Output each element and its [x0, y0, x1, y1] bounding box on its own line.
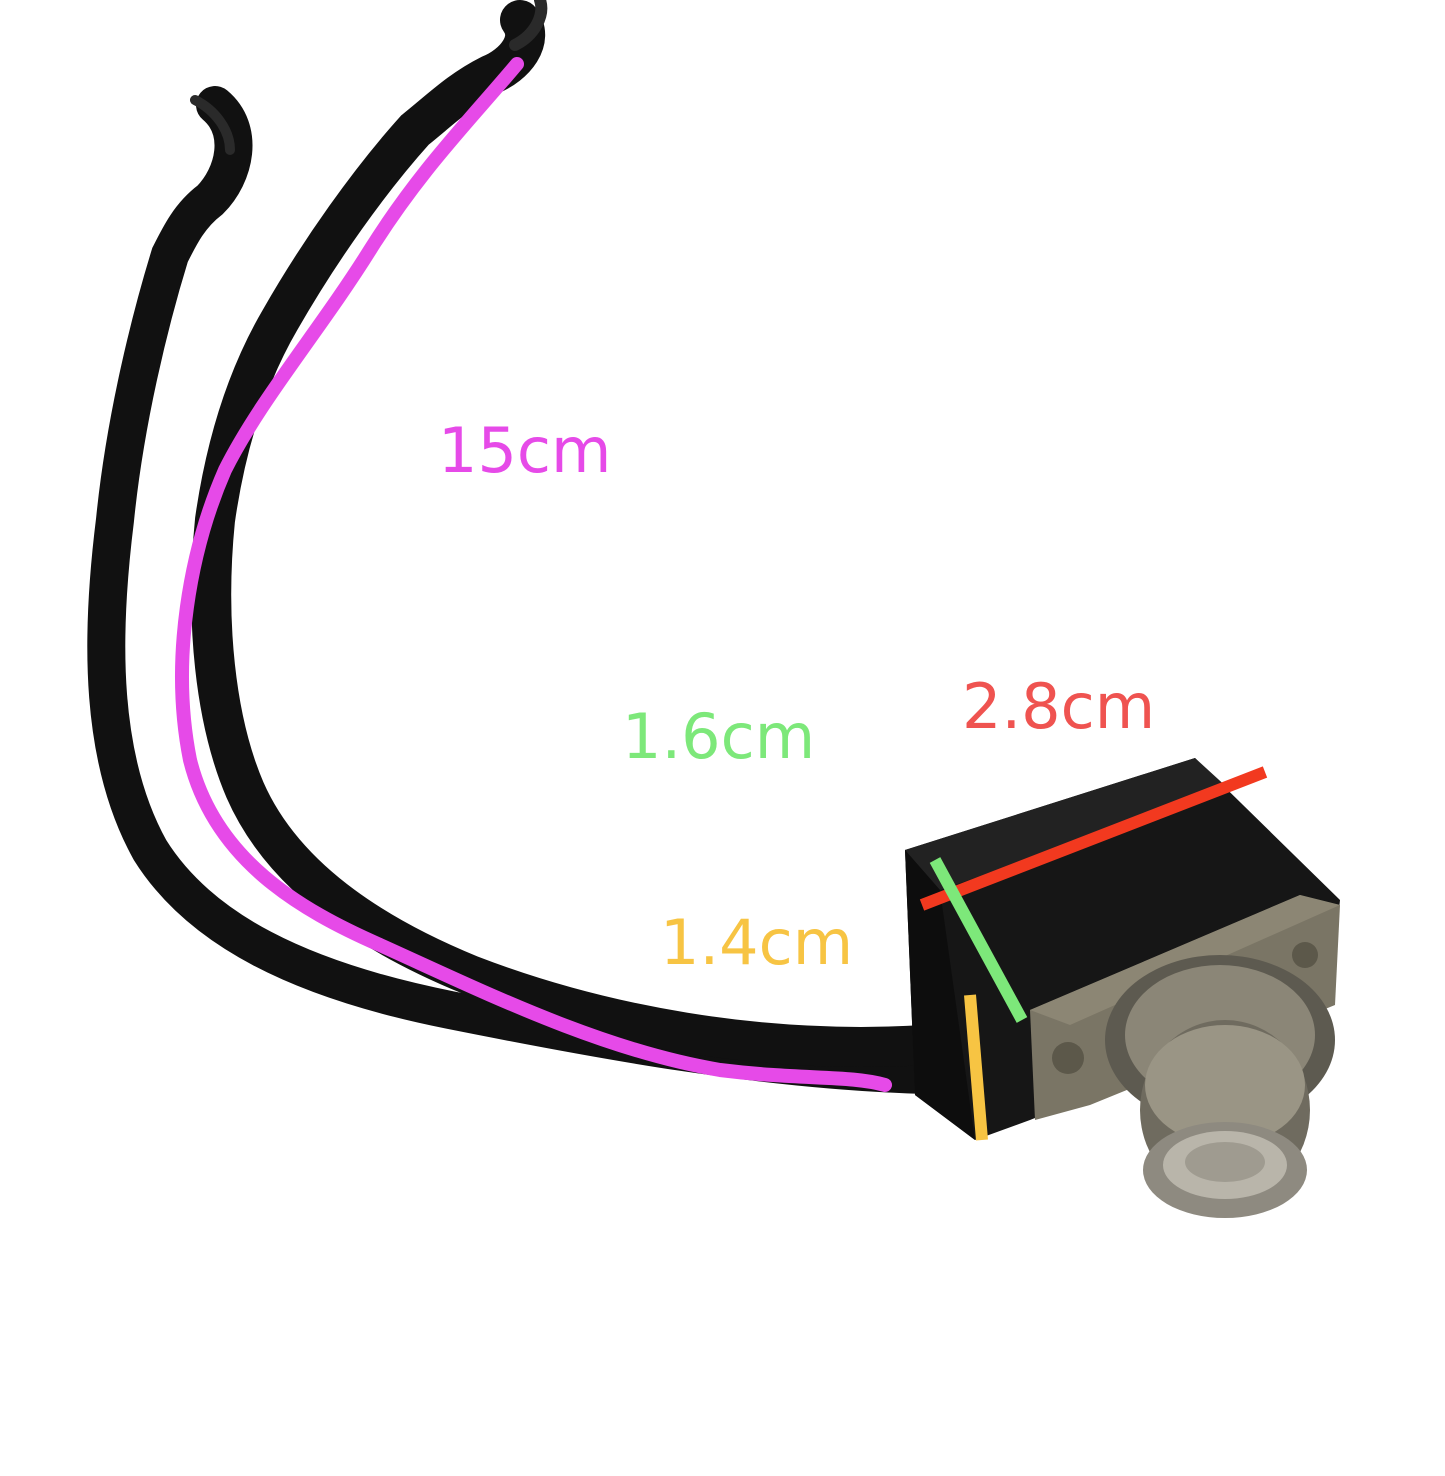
switch-body	[905, 758, 1340, 1140]
body-width-line	[929, 857, 1028, 1023]
body-width-label: 1.6cm	[622, 700, 816, 773]
push-button-cap	[1143, 1122, 1307, 1218]
body-height-line	[964, 994, 988, 1141]
threaded-bushing	[1105, 955, 1335, 1200]
body-length-line	[919, 766, 1268, 911]
wire-length-line	[175, 57, 892, 1092]
wire-length-label: 15cm	[438, 414, 612, 487]
body-height-label: 1.4cm	[660, 906, 854, 979]
right-wire	[191, 0, 945, 1067]
body-length-label: 2.8cm	[962, 670, 1156, 743]
left-wire	[87, 86, 944, 1094]
